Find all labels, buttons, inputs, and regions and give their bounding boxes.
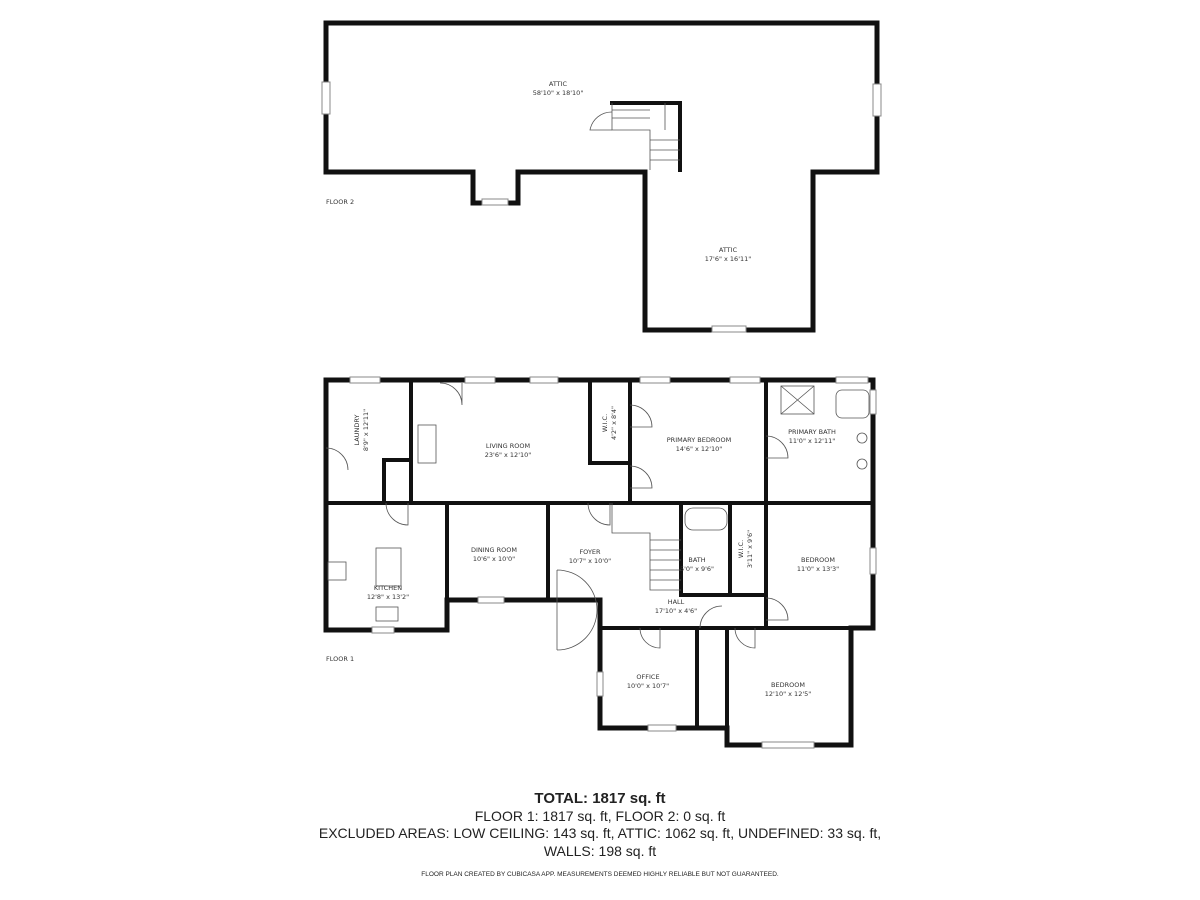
total-area: TOTAL: 1817 sq. ft <box>534 790 666 807</box>
window <box>711 325 747 333</box>
fireplace <box>417 424 437 464</box>
wall-area: WALLS: 198 sq. ft <box>543 843 657 859</box>
window <box>869 389 877 415</box>
floor-1-label: FLOOR 1 <box>326 655 355 663</box>
floor1-walls <box>323 376 877 749</box>
stove <box>327 561 347 581</box>
kitchen-island <box>375 547 402 587</box>
floor-2-label: FLOOR 2 <box>326 198 355 206</box>
window <box>872 83 882 117</box>
bathtub <box>835 389 870 419</box>
bathtub <box>684 507 728 531</box>
shower <box>780 385 815 415</box>
window <box>835 376 869 384</box>
window <box>464 376 496 384</box>
window <box>477 596 505 604</box>
room-primary-wic: W.I.C.4'2" x 8'4" <box>601 405 618 441</box>
stairs <box>589 101 682 172</box>
window <box>321 81 331 115</box>
sink <box>375 606 399 622</box>
window <box>371 626 395 634</box>
window <box>596 671 604 697</box>
floor-areas: FLOOR 1: 1817 sq. ft, FLOOR 2: 0 sq. ft <box>474 808 726 824</box>
room-wic: W.I.C.3'11" x 9'6" <box>737 529 754 569</box>
window <box>481 198 509 206</box>
disclaimer: FLOOR PLAN CREATED BY CUBICASA APP. MEAS… <box>421 871 779 878</box>
window <box>869 547 877 575</box>
window <box>639 376 671 384</box>
floor2-walls <box>321 20 882 333</box>
window <box>761 741 815 749</box>
window <box>529 376 559 384</box>
excluded-areas: EXCLUDED AREAS: LOW CEILING: 143 sq. ft,… <box>318 825 882 841</box>
window <box>349 376 381 384</box>
window <box>647 724 677 732</box>
window <box>729 376 761 384</box>
